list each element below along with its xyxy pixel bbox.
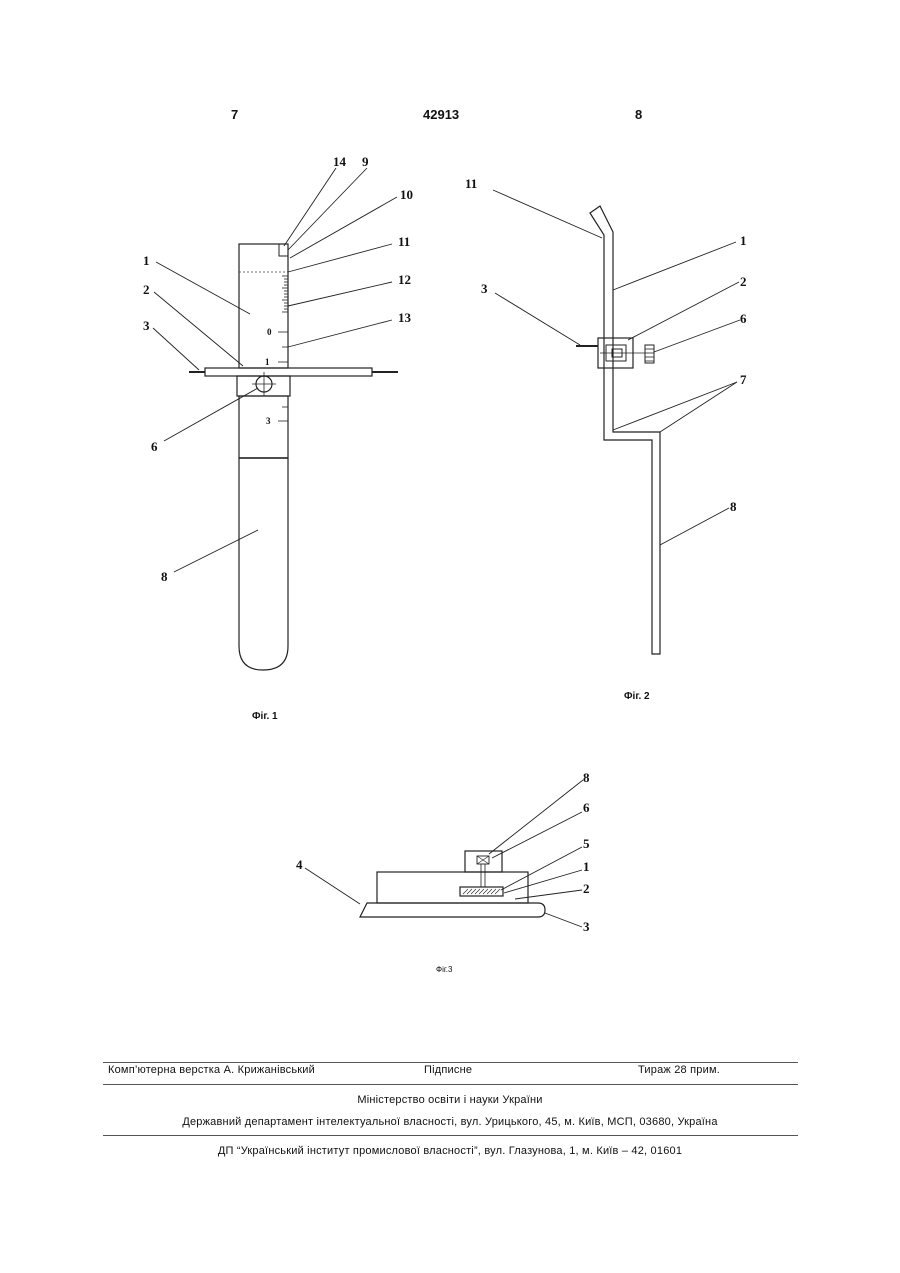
department-line: Державний департамент інтелектуальної вл… [0, 1116, 900, 1128]
fig3-label-1: 1 [583, 859, 590, 874]
signed-note: Підписне [424, 1064, 472, 1076]
footer-rule-middle [103, 1084, 798, 1085]
footer-rule-bottom [103, 1135, 798, 1136]
fig3-label-2: 2 [583, 881, 590, 896]
fig3-caption: Фіг.3 [436, 965, 453, 974]
circulation-note: Тираж 28 прим. [638, 1064, 720, 1076]
footer-rule-top [103, 1062, 798, 1063]
fig3-label-5: 5 [583, 836, 590, 851]
fig3-label-3: 3 [583, 919, 590, 934]
ministry-line: Міністерство освіти і науки України [0, 1094, 900, 1106]
institute-line: ДП “Український інститут промислової вла… [0, 1145, 900, 1157]
typesetting-credit: Комп’ютерна верстка А. Крижанівський [108, 1064, 315, 1076]
fig3-label-8: 8 [583, 770, 590, 785]
fig3-label-4: 4 [296, 857, 303, 872]
fig3-label-6: 6 [583, 800, 590, 815]
